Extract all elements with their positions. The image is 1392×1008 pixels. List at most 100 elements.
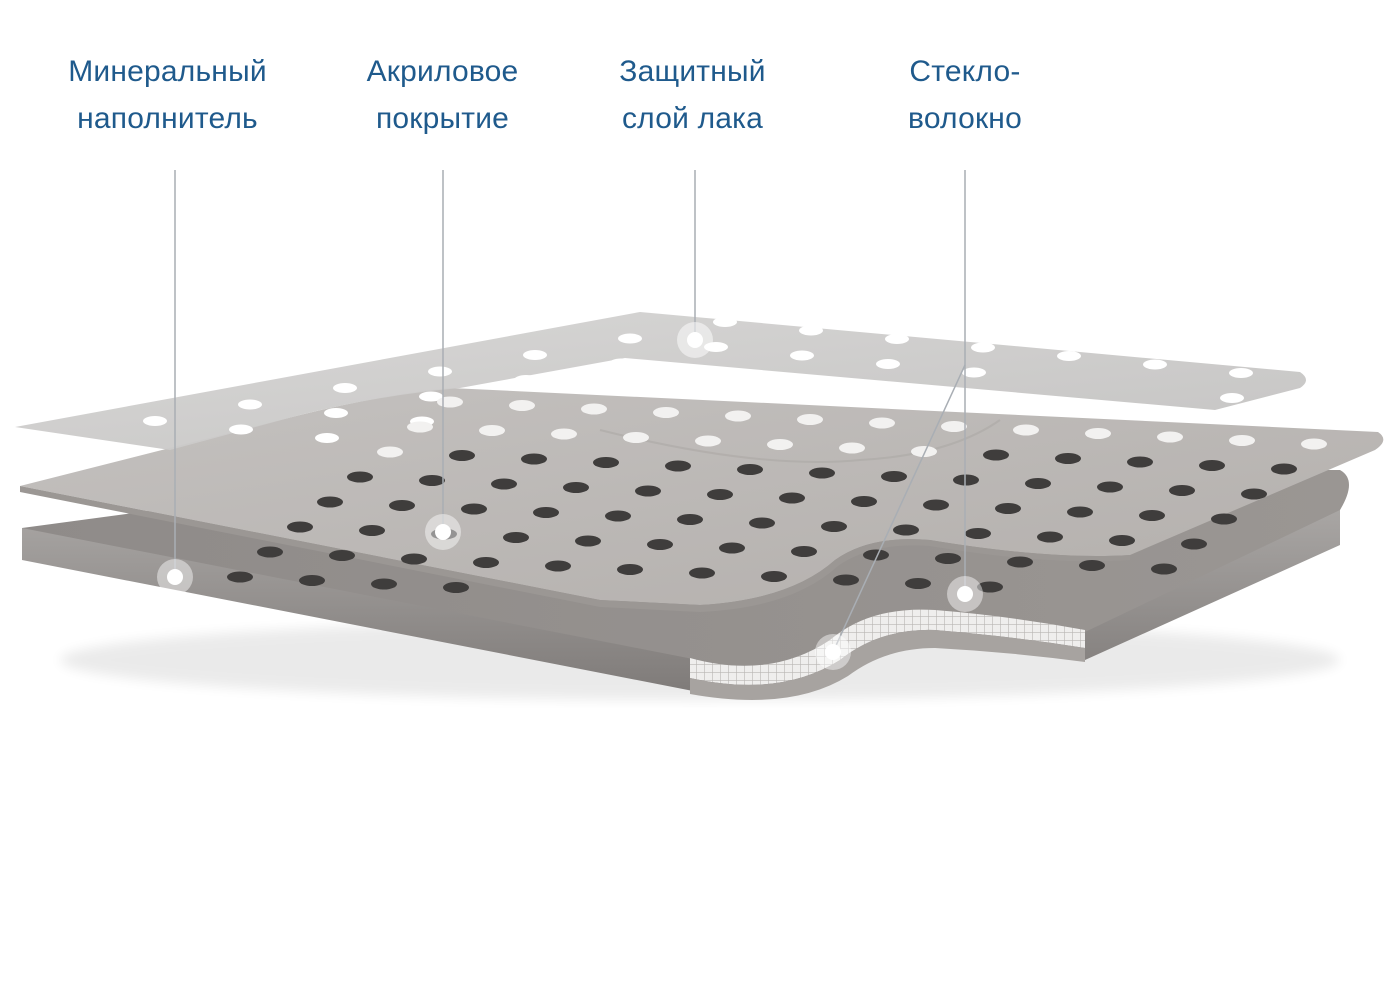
perforation-hole bbox=[713, 317, 737, 327]
perforation-hole bbox=[977, 581, 1003, 593]
label-fiberglass-line2: волокно bbox=[908, 102, 1022, 135]
perforation-hole bbox=[581, 403, 607, 415]
perforation-hole bbox=[941, 421, 967, 432]
perforation-hole bbox=[143, 416, 167, 426]
leader-lines bbox=[174, 170, 966, 653]
perforation-hole bbox=[790, 350, 814, 361]
label-acrylic-coating-line2: покрытие bbox=[375, 102, 510, 135]
perforation-hole bbox=[473, 557, 499, 568]
perforation-hole bbox=[618, 333, 642, 344]
perforation-hole bbox=[695, 367, 719, 377]
perforation-hole bbox=[1181, 538, 1207, 550]
perforation-hole bbox=[407, 421, 433, 433]
perforation-hole bbox=[725, 410, 751, 422]
perforation-hole bbox=[1211, 513, 1237, 525]
label-acrylic-coating-line1: Акриловое bbox=[366, 55, 519, 88]
perforation-hole bbox=[461, 503, 487, 515]
label-protective-lacquer-line1: Защитный bbox=[619, 55, 766, 88]
perforation-hole bbox=[719, 542, 745, 554]
perforation-hole bbox=[689, 567, 715, 579]
marker-acrylic bbox=[425, 514, 461, 550]
perforation-hole bbox=[799, 325, 823, 336]
perforation-hole bbox=[449, 450, 475, 461]
perforation-hole bbox=[514, 375, 538, 385]
perforation-hole bbox=[809, 467, 835, 479]
perforation-hole bbox=[299, 575, 325, 586]
perforation-hole bbox=[523, 350, 547, 360]
perforation-hole bbox=[893, 524, 919, 536]
perforation-hole bbox=[551, 428, 577, 440]
perforation-hole bbox=[953, 474, 979, 486]
label-mineral-filler-line1: Минеральный bbox=[68, 55, 267, 88]
middle-sheet-holes bbox=[227, 396, 1327, 593]
perforation-hole bbox=[833, 574, 859, 586]
perforation-hole bbox=[333, 383, 357, 393]
perforation-hole bbox=[1143, 359, 1167, 370]
perforation-hole bbox=[238, 399, 262, 410]
perforation-hole bbox=[491, 478, 517, 490]
perforation-hole bbox=[791, 546, 817, 557]
perforation-hole bbox=[1097, 481, 1123, 493]
perforation-hole bbox=[287, 521, 313, 533]
perforation-hole bbox=[317, 496, 343, 508]
label-acrylic-coating: Акриловое покрытие bbox=[330, 48, 555, 142]
perforation-hole bbox=[761, 571, 787, 582]
perforation-hole bbox=[923, 499, 949, 511]
perforation-hole bbox=[1151, 563, 1177, 575]
perforation-hole bbox=[647, 539, 673, 550]
perforation-hole bbox=[1229, 368, 1253, 378]
perforation-hole bbox=[324, 408, 348, 418]
fiberglass-mesh bbox=[690, 609, 1085, 685]
perforation-hole bbox=[1037, 531, 1063, 543]
perforation-hole bbox=[1085, 428, 1111, 439]
perforation-hole bbox=[533, 507, 559, 518]
perforation-hole bbox=[1025, 478, 1051, 489]
perforation-hole bbox=[965, 528, 991, 539]
perforation-hole bbox=[983, 449, 1009, 461]
perforation-hole bbox=[401, 553, 427, 565]
perforation-hole bbox=[863, 549, 889, 561]
perforation-hole bbox=[1007, 556, 1033, 568]
perforation-hole bbox=[839, 442, 865, 454]
perforation-hole bbox=[1301, 438, 1327, 450]
perforation-hole bbox=[971, 342, 995, 353]
label-fiberglass: Стекло- волокно bbox=[860, 48, 1070, 142]
acrylic-sheet bbox=[20, 388, 1384, 612]
perforation-hole bbox=[229, 424, 253, 435]
perforation-hole bbox=[389, 500, 415, 511]
perforation-hole bbox=[695, 435, 721, 447]
perforation-hole bbox=[851, 496, 877, 507]
perforation-hole bbox=[665, 460, 691, 472]
perforation-hole bbox=[563, 482, 589, 493]
label-mineral-filler: Минеральный наполнитель bbox=[40, 48, 295, 142]
perforation-hole bbox=[911, 446, 937, 457]
perforation-hole bbox=[767, 439, 793, 450]
perforation-hole bbox=[593, 457, 619, 468]
perforation-hole bbox=[962, 367, 986, 378]
perforation-hole bbox=[371, 578, 397, 590]
perforation-hole bbox=[876, 359, 900, 369]
perforation-hole bbox=[443, 582, 469, 593]
leader-line-fiberglass-branch bbox=[832, 364, 966, 653]
perforation-hole bbox=[1139, 510, 1165, 521]
perforation-hole bbox=[677, 514, 703, 525]
perforation-hole bbox=[935, 553, 961, 564]
top-sheet-holes bbox=[143, 317, 1253, 443]
perforation-hole bbox=[797, 414, 823, 425]
perforation-hole bbox=[419, 391, 443, 402]
perforation-hole bbox=[1109, 535, 1135, 546]
perforation-hole bbox=[1199, 460, 1225, 471]
perforation-hole bbox=[885, 334, 909, 344]
perforation-hole bbox=[257, 546, 283, 558]
perforation-hole bbox=[1241, 488, 1267, 500]
markers bbox=[157, 322, 983, 670]
perforation-hole bbox=[1271, 463, 1297, 475]
perforation-hole bbox=[227, 571, 253, 583]
perforation-hole bbox=[1157, 431, 1183, 443]
perforation-hole bbox=[329, 550, 355, 561]
perforation-hole bbox=[521, 453, 547, 465]
perforation-hole bbox=[503, 532, 529, 543]
perforation-hole bbox=[315, 433, 339, 443]
perforation-hole bbox=[545, 560, 571, 572]
